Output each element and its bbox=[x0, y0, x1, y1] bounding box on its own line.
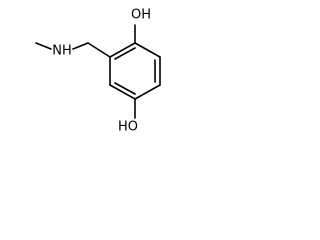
ring-bond-top-right bbox=[134, 42, 161, 58]
ring-double-bond-bottom bbox=[114, 82, 136, 95]
oh-bottom-label: HO bbox=[118, 120, 138, 135]
ring-bond-bottom-right bbox=[134, 84, 161, 100]
ring-double-bond-top bbox=[114, 47, 136, 60]
oh-top-label: OH bbox=[131, 8, 151, 23]
ring-bond-bottom-left bbox=[109, 84, 136, 100]
nh-label: NH bbox=[52, 44, 72, 59]
benzylic-bond bbox=[87, 42, 111, 58]
n-methyl-bond bbox=[35, 42, 52, 50]
structure-diagram: OH HO NH bbox=[35, 8, 161, 135]
ch2-n-bond bbox=[72, 42, 89, 50]
ring-bond-top-left bbox=[109, 42, 136, 58]
